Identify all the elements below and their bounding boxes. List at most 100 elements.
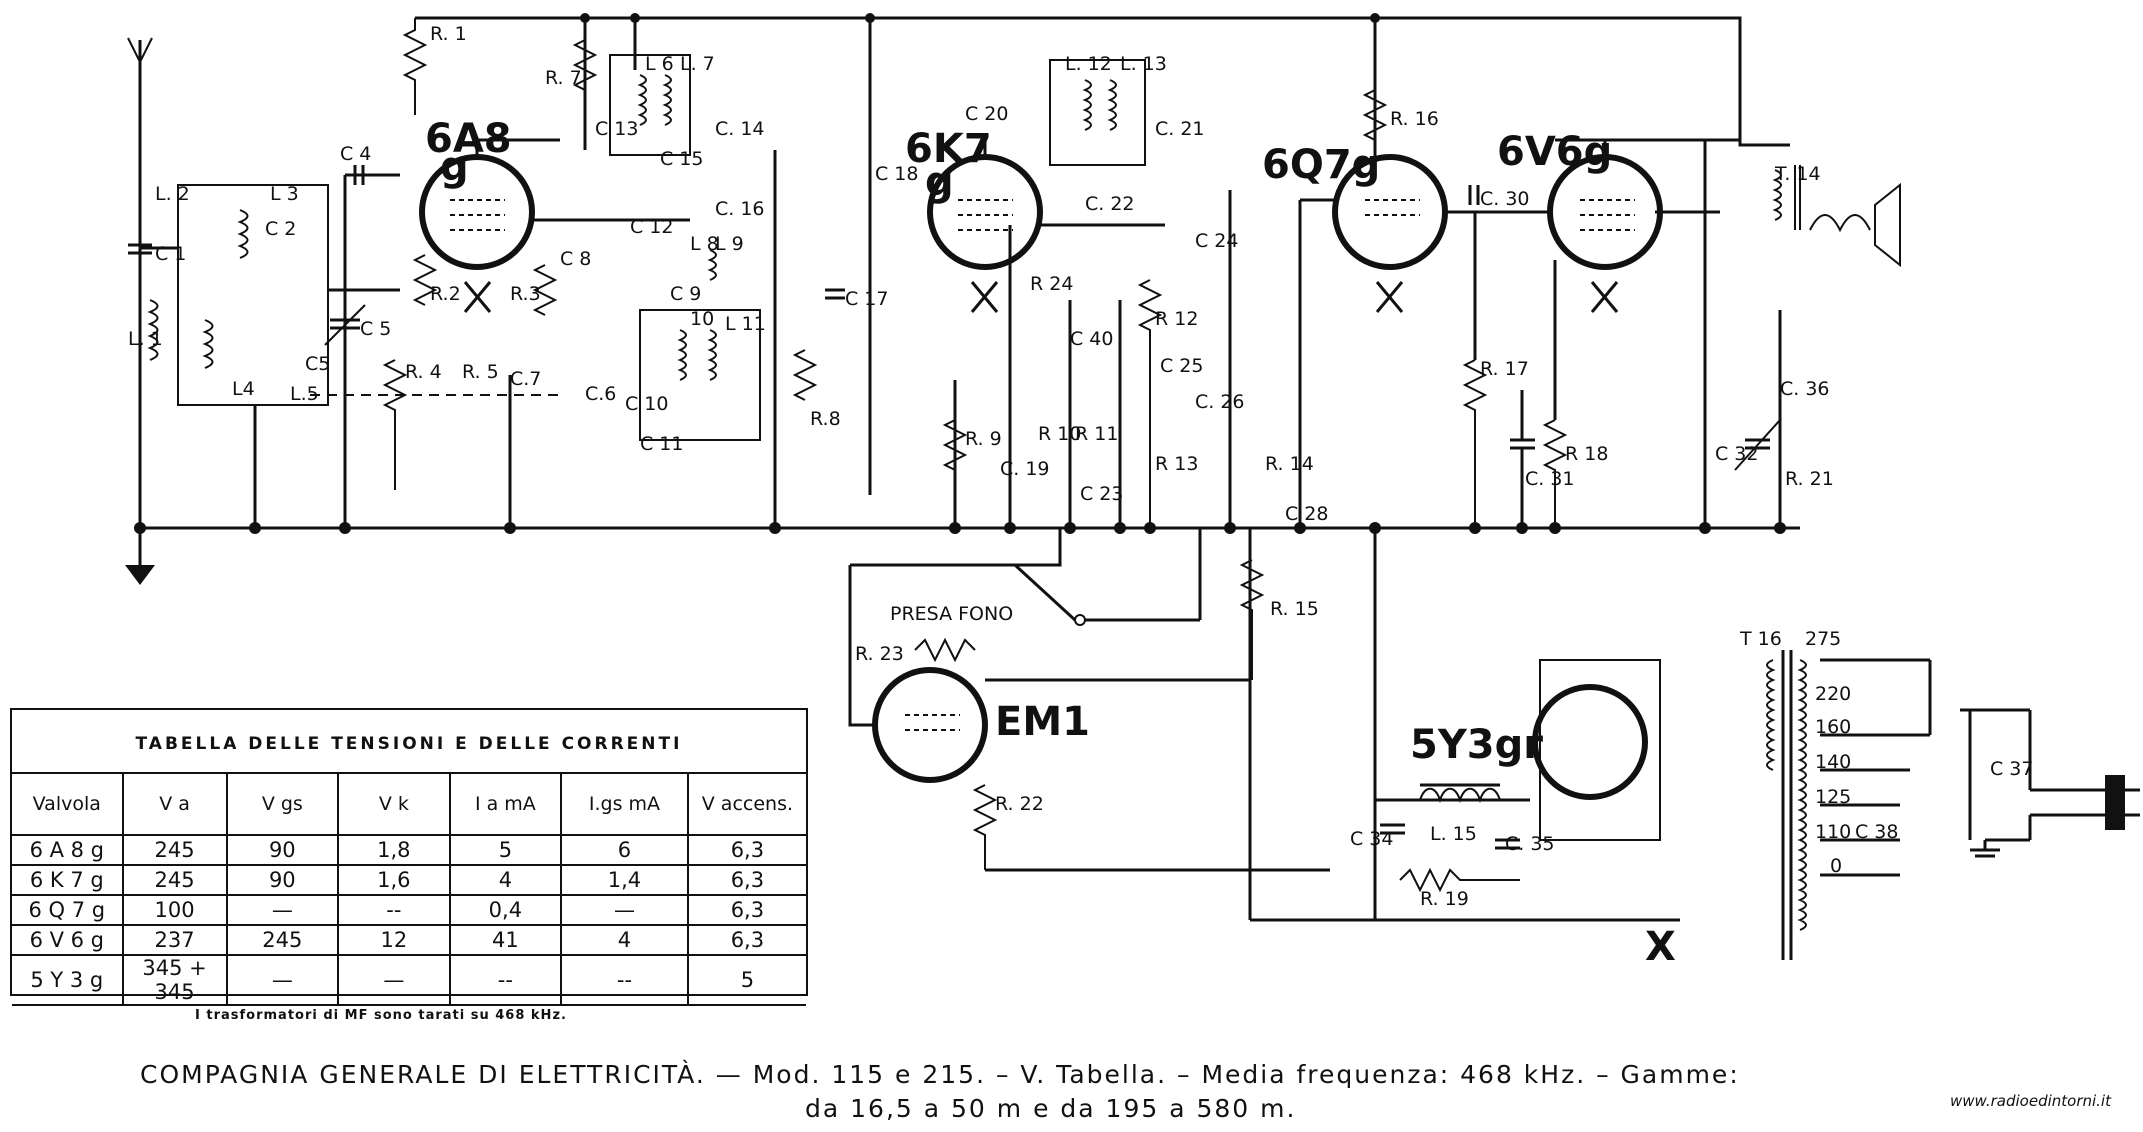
table-cell: 100 xyxy=(121,894,228,926)
table-cell: — xyxy=(337,954,451,1006)
label-c8: C 8 xyxy=(560,248,591,270)
label-c20: C 20 xyxy=(965,103,1008,125)
resistor-r12 xyxy=(1137,279,1163,528)
wire xyxy=(848,565,875,727)
label-r3: R.3 xyxy=(510,283,541,305)
label-c6: C.6 xyxy=(585,383,616,405)
resistor-r15 xyxy=(1239,559,1265,680)
filament-icon xyxy=(1590,281,1619,313)
label-6v6g: 6V6g xyxy=(1497,129,1612,175)
filament-icon xyxy=(463,281,492,313)
if-transformer-2 xyxy=(1049,59,1146,166)
variable-capacitor-c5 xyxy=(324,304,366,346)
fono-switch xyxy=(1013,563,1077,622)
label-c5: C 5 xyxy=(360,318,391,340)
label-tap-125: 125 xyxy=(1815,786,1851,808)
if-transformer-1 xyxy=(609,54,691,156)
label-6k7-suffix: g xyxy=(925,159,954,205)
table-cell: 1,4 xyxy=(560,864,689,896)
label-r12: R 12 xyxy=(1155,308,1198,330)
voltage-current-table: TABELLA DELLE TENSIONI E DELLE CORRENTI … xyxy=(10,708,808,1006)
junction-dots xyxy=(134,13,1786,534)
label-tap-0: 0 xyxy=(1830,855,1842,877)
label-c18: C 18 xyxy=(875,163,918,185)
capacitor-c4 xyxy=(353,165,365,185)
table-cell: 5 Y 3 g xyxy=(12,954,124,1006)
label-c1: C 1 xyxy=(155,243,186,265)
label-c22: C. 22 xyxy=(1085,193,1135,215)
electrolytic-c31 xyxy=(1510,390,1535,528)
label-c40: C 40 xyxy=(1070,328,1113,350)
label-l2: L. 2 xyxy=(155,183,190,205)
capacitor-c30 xyxy=(1468,185,1480,205)
label-r4: R. 4 xyxy=(405,361,442,383)
label-c9: C 9 xyxy=(670,283,701,305)
label-c5b: C5 xyxy=(305,353,330,375)
label-x: X xyxy=(1645,924,1676,970)
label-r19: R. 19 xyxy=(1420,888,1469,910)
table-header: V gs xyxy=(225,772,340,836)
rectifier-wiring xyxy=(1539,659,1661,841)
caption-line-1: COMPAGNIA GENERALE DI ELETTRICITÀ. — Mod… xyxy=(140,1060,1740,1089)
label-l11: L 11 xyxy=(725,313,766,335)
label-l10: 10 xyxy=(690,308,714,330)
table-cell: 12 xyxy=(337,924,451,956)
resistor-r3 xyxy=(532,264,558,316)
coil-l7 xyxy=(662,74,672,126)
table-cell: 4 xyxy=(448,864,563,896)
label-c17: C 17 xyxy=(845,288,888,310)
label-l13: L. 13 xyxy=(1120,53,1167,75)
label-l5: L.5 xyxy=(290,383,319,405)
tube-grids xyxy=(450,199,505,231)
speaker-icon xyxy=(1874,182,1901,268)
mains-plug-icon xyxy=(2105,775,2140,830)
label-em1: EM1 xyxy=(995,699,1090,745)
label-t16: T 16 xyxy=(1739,628,1782,650)
caption-line-2: da 16,5 a 50 m e da 195 a 580 m. xyxy=(805,1094,1297,1123)
label-r13: R 13 xyxy=(1155,453,1198,475)
table-cell: 90 xyxy=(225,864,340,896)
table-header: Valvola xyxy=(12,772,124,836)
table-cell: -- xyxy=(560,954,689,1006)
tube-em1-envelope xyxy=(872,667,988,783)
label-l3: L 3 xyxy=(270,183,299,205)
table-cell: 6,3 xyxy=(686,864,806,896)
fono-jack-icon xyxy=(1074,614,1086,626)
resistor-r18 xyxy=(1542,419,1568,528)
label-c36: C. 36 xyxy=(1780,378,1830,400)
label-c16: C. 16 xyxy=(715,198,765,220)
label-r1: R. 1 xyxy=(430,23,467,45)
label-r10: R 10 xyxy=(1038,423,1081,445)
table-row: 6 A 8 g 245 90 1,8 5 6 6,3 xyxy=(12,834,806,866)
ground-icon xyxy=(125,528,155,585)
tube-grids xyxy=(958,199,1013,231)
capacitor-c17 xyxy=(825,288,845,300)
resistor-r16 xyxy=(1362,89,1388,160)
label-l7: L. 7 xyxy=(680,53,715,75)
table-grid: Valvola V a V gs V k I a mA I.gs mA V ac… xyxy=(12,772,806,1006)
oscillator-coils xyxy=(639,309,761,441)
label-c15: C 15 xyxy=(660,148,703,170)
label-presa-fono: PRESA FONO xyxy=(890,603,1013,625)
label-c35: C. 35 xyxy=(1505,833,1555,855)
table-cell: 245 xyxy=(121,834,228,866)
label-l6: L 6 xyxy=(645,53,674,75)
table-cell: — xyxy=(225,894,340,926)
label-c38: C 38 xyxy=(1855,821,1898,843)
table-cell: — xyxy=(225,954,340,1006)
resistor-r23 xyxy=(914,637,976,663)
label-l12: L. 12 xyxy=(1065,53,1112,75)
table-cell: 5 xyxy=(448,834,563,866)
table-cell: 345 + 345 xyxy=(121,954,228,1006)
table-cell: 6,3 xyxy=(686,894,806,926)
capacitor-c35 xyxy=(1495,838,1520,850)
table-cell: 237 xyxy=(121,924,228,956)
table-cell: 6 K 7 g xyxy=(12,864,124,896)
coil-box xyxy=(177,184,329,406)
resistor-r1 xyxy=(402,18,428,115)
label-c26: C. 26 xyxy=(1195,391,1245,413)
resistor-r17 xyxy=(1462,359,1488,528)
table-cell: 1,6 xyxy=(337,864,451,896)
resistor-r8 xyxy=(792,349,818,401)
